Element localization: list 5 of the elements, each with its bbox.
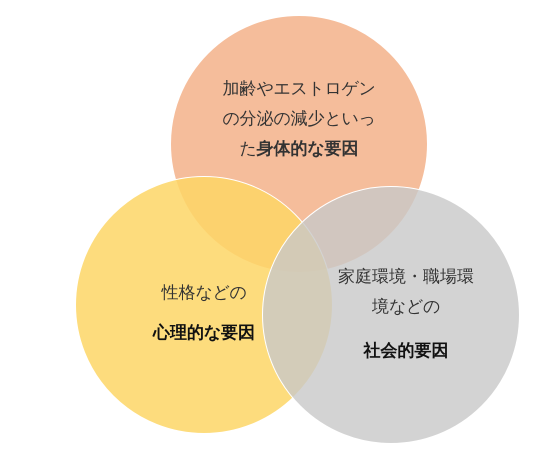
category-heading: 心理的な要因 (152, 322, 256, 345)
circle-label: 加齢やエストロゲンの分泌の減少といった身体的な要因 (222, 78, 376, 161)
circle-label: 家庭環境・職場環境などの (337, 266, 475, 319)
circle-label: 性格などの (160, 282, 248, 305)
category-heading: 社会的要因 (362, 340, 450, 363)
